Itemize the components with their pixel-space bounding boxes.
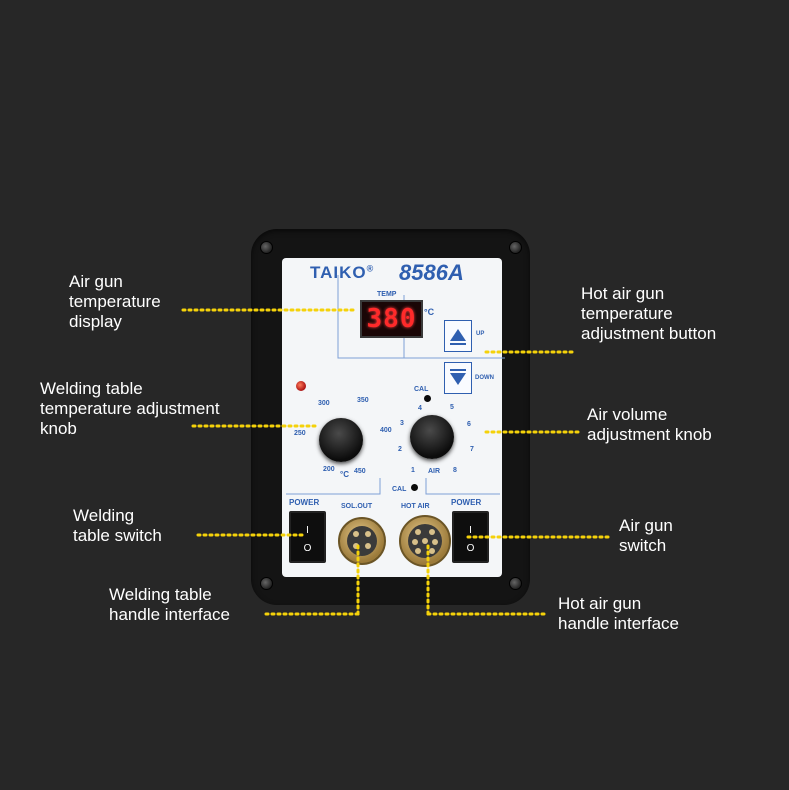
callout-hot-air-gun-handle-interface: Hot air gun handle interface bbox=[558, 594, 679, 633]
hot-air-connector[interactable] bbox=[399, 515, 451, 567]
switch-off-symbol: O bbox=[303, 543, 312, 554]
switch-on-symbol: I bbox=[306, 525, 309, 536]
air-scale-5: 5 bbox=[450, 404, 454, 411]
screw-bottom-left bbox=[260, 577, 273, 590]
air-scale-3: 3 bbox=[400, 420, 404, 427]
brand-logo: TAIKO® bbox=[310, 263, 375, 282]
air-scale-4: 4 bbox=[418, 405, 422, 412]
triangle-up-icon bbox=[450, 329, 466, 345]
temperature-display: 380 bbox=[360, 300, 423, 338]
callout-hot-air-gun-temperature-button: Hot air gun temperature adjustment butto… bbox=[581, 284, 717, 343]
down-label: DOWN bbox=[475, 375, 494, 381]
triangle-down-icon bbox=[450, 369, 466, 385]
air-scale-1: 1 bbox=[411, 467, 415, 474]
temp-down-button[interactable] bbox=[444, 362, 472, 394]
temp-scale-300: 300 bbox=[318, 400, 330, 407]
power-indicator-led bbox=[296, 381, 306, 391]
air-scale-7: 7 bbox=[470, 446, 474, 453]
temp-scale-400: 400 bbox=[380, 427, 392, 434]
model-number: 8586A bbox=[399, 260, 464, 285]
welding-table-power-switch[interactable]: I O bbox=[289, 511, 326, 563]
knob-unit: °C bbox=[340, 470, 349, 479]
welding-temperature-knob[interactable] bbox=[319, 418, 363, 462]
callout-air-volume-knob: Air volume adjustment knob bbox=[587, 405, 712, 444]
cal-label-top: CAL bbox=[414, 386, 429, 393]
cal-adjust-point-bottom[interactable] bbox=[411, 484, 418, 491]
temp-label: TEMP bbox=[377, 291, 397, 298]
callout-welding-table-temperature-knob: Welding table temperature adjustment kno… bbox=[40, 379, 220, 438]
sol-out-connector[interactable] bbox=[338, 517, 386, 565]
temp-scale-250: 250 bbox=[294, 430, 306, 437]
switch-off-symbol: O bbox=[466, 543, 475, 554]
air-scale-6: 6 bbox=[467, 421, 471, 428]
temp-up-button[interactable] bbox=[444, 320, 472, 352]
callout-air-gun-switch: Air gun switch bbox=[619, 516, 673, 555]
sol-out-label: SOL.OUT bbox=[341, 503, 373, 510]
up-label: UP bbox=[476, 331, 485, 337]
cal-label-bottom: CAL bbox=[392, 486, 407, 493]
power-label-left: POWER bbox=[289, 498, 320, 507]
temp-scale-350: 350 bbox=[357, 397, 369, 404]
screw-top-left bbox=[260, 241, 273, 254]
callout-welding-table-handle-interface: Welding table handle interface bbox=[109, 585, 230, 624]
screw-bottom-right bbox=[509, 577, 522, 590]
switch-on-symbol: I bbox=[469, 525, 472, 536]
callout-welding-table-switch: Welding table switch bbox=[73, 506, 162, 545]
air-volume-knob[interactable] bbox=[410, 415, 454, 459]
display-unit: °C bbox=[424, 307, 435, 317]
air-scale-2: 2 bbox=[398, 446, 402, 453]
temp-scale-450: 450 bbox=[354, 468, 366, 475]
air-scale-8: 8 bbox=[453, 467, 457, 474]
air-label: AIR bbox=[428, 468, 441, 475]
power-label-right: POWER bbox=[451, 498, 482, 507]
hot-air-label: HOT AIR bbox=[401, 503, 430, 510]
temp-scale-200: 200 bbox=[323, 466, 335, 473]
screw-top-right bbox=[509, 241, 522, 254]
cal-adjust-point-top[interactable] bbox=[424, 395, 431, 402]
callout-air-gun-temperature-display: Air gun temperature display bbox=[69, 272, 161, 331]
